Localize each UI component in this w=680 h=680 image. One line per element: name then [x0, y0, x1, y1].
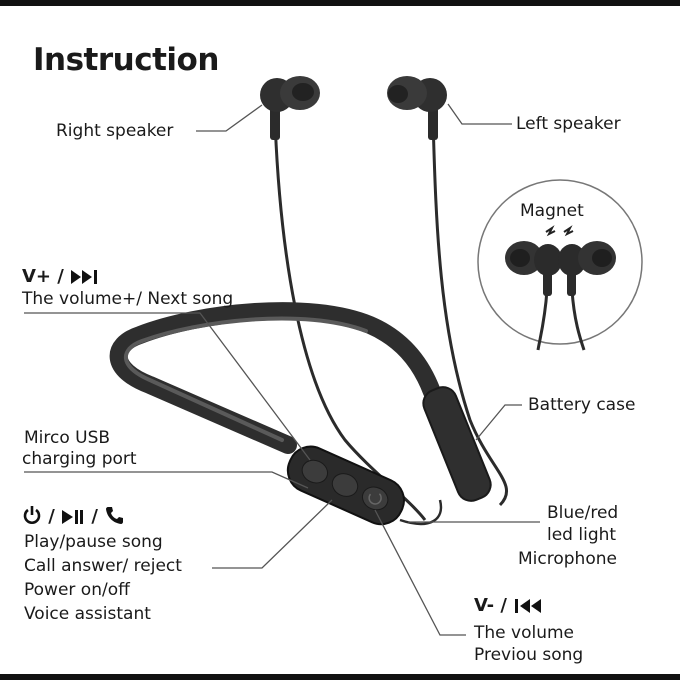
top-border [0, 0, 680, 6]
power-line-1: Play/pause song [24, 532, 163, 552]
volume-down-line2: Previou song [474, 645, 584, 665]
usb-label-line1: Mirco USB [24, 428, 111, 448]
power-line-2: Call answer/ reject [24, 556, 182, 576]
microphone-label: Microphone [518, 549, 617, 569]
power-symbol-row: / / [22, 505, 124, 528]
magnet-earbuds [505, 241, 616, 351]
magnet-spark-icon [545, 225, 574, 237]
multifunction-button [331, 473, 359, 497]
volume-up-prefix: V+ / [22, 266, 64, 287]
left-speaker-label: Left speaker [516, 114, 621, 134]
usb-label-line2: charging port [22, 449, 137, 469]
led-label-line1: Blue/red [547, 503, 619, 523]
previous-track-icon [515, 599, 542, 613]
neckband-highlight [123, 316, 368, 442]
bottom-border [0, 674, 680, 680]
page-title: Instruction [33, 42, 219, 78]
led-label-line2: led light [547, 525, 617, 545]
power-sep-1: / [48, 506, 55, 527]
control-box [286, 445, 405, 526]
mic-cable [399, 499, 443, 526]
volume-down-prefix: V- / [474, 595, 507, 616]
next-track-icon [71, 270, 98, 284]
left-earbud [387, 76, 447, 140]
magnet-label: Magnet [520, 201, 584, 221]
right-earbud [260, 76, 320, 140]
left-cable [431, 117, 508, 507]
play-pause-icon [62, 510, 84, 524]
neckband [109, 302, 441, 454]
power-line-4: Voice assistant [24, 604, 151, 624]
power-sep-2: / [91, 506, 98, 527]
volume-down-line1: The volume [474, 623, 574, 643]
phone-icon [106, 507, 124, 524]
volume-up-button [301, 459, 329, 484]
leader-lines [24, 103, 540, 636]
battery-case [422, 386, 492, 502]
volume-up-symbol-row: V+ / [22, 266, 102, 288]
volume-up-desc: The volume+/ Next song [22, 289, 234, 309]
right-speaker-label: Right speaker [56, 121, 174, 141]
power-icon [23, 506, 41, 524]
volume-down-symbol-row: V- / [474, 595, 545, 617]
volume-down-button [361, 486, 389, 511]
power-line-3: Power on/off [24, 580, 130, 600]
battery-case-label: Battery case [528, 395, 636, 415]
